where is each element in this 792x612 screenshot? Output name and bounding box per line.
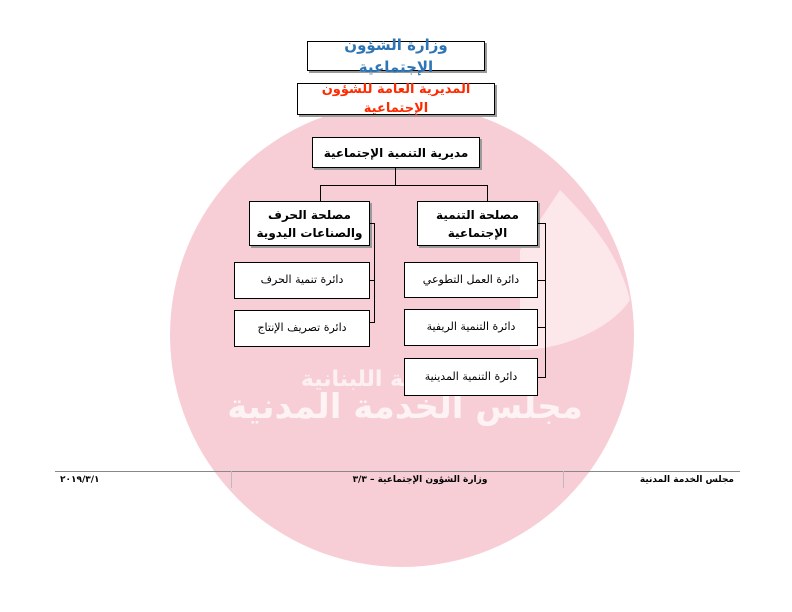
dept-crafts-development-label: دائرة تنمية الحرف	[260, 273, 344, 287]
development-unit-tick	[538, 223, 546, 224]
watermark-cedar-shape	[520, 190, 630, 350]
development-dept1-tick	[538, 280, 546, 281]
dept-production-marketing-label: دائرة تصريف الإنتاج	[257, 321, 347, 335]
development-dept2-tick	[538, 327, 546, 328]
footer-divider-right	[563, 471, 564, 488]
development-dept3-tick	[538, 377, 546, 378]
footer-rule	[55, 471, 740, 472]
directorate-title: المديرية العامة للشؤون الإجتماعية	[321, 81, 471, 117]
social-development-title: مديرية التنمية الإجتماعية	[323, 145, 469, 160]
dept-crafts-development: دائرة تنمية الحرف	[234, 262, 370, 299]
dept-production-marketing: دائرة تصريف الإنتاج	[234, 310, 370, 347]
unit-development-line2: الإجتماعية	[447, 225, 508, 240]
unit-development-box: مصلحة التنمية الإجتماعية	[417, 201, 538, 246]
crafts-dept1-tick	[370, 280, 375, 281]
unit-crafts-box: مصلحة الحرف والصناعات اليدوية	[249, 201, 370, 246]
dept-rural-development: دائرة التنمية الريفية	[404, 309, 538, 346]
dept-volunteer-work-label: دائرة العمل التطوعي	[422, 272, 520, 286]
connector-left-drop	[320, 185, 321, 201]
dept-rural-development-label: دائرة التنمية الريفية	[426, 320, 516, 334]
connector-branch-horizontal	[320, 185, 488, 186]
connector-right-drop	[487, 185, 488, 201]
crafts-vertical-connector	[374, 223, 375, 323]
dept-volunteer-work: دائرة العمل التطوعي	[404, 262, 538, 298]
footer-date: ٢٠١٩/٣/١	[60, 475, 100, 485]
footer-divider-left	[231, 471, 232, 488]
directorate-box: المديرية العامة للشؤون الإجتماعية	[297, 82, 495, 116]
dept-urban-development-label: دائرة التنمية المدينية	[424, 369, 518, 383]
unit-development-line1: مصلحة التنمية	[436, 207, 519, 222]
ministry-box: وزارة الشؤون الإجتماعية	[307, 36, 485, 76]
unit-crafts-line1: مصلحة الحرف	[268, 207, 351, 222]
dept-urban-development: دائرة التنمية المدينية	[404, 358, 538, 396]
crafts-unit-tick	[370, 223, 375, 224]
development-vertical-connector	[545, 223, 546, 378]
ministry-title: وزارة الشؤون الإجتماعية	[344, 35, 448, 77]
footer-right-text: مجلس الخدمة المدنية	[639, 475, 734, 485]
connector-trunk	[395, 168, 396, 186]
footer-center-text: وزارة الشؤون الإجتماعية – ٣/٣	[352, 475, 488, 485]
unit-crafts-line2: والصناعات اليدوية	[256, 225, 363, 240]
social-development-box: مديرية التنمية الإجتماعية	[312, 137, 480, 168]
crafts-dept2-tick	[370, 322, 375, 323]
